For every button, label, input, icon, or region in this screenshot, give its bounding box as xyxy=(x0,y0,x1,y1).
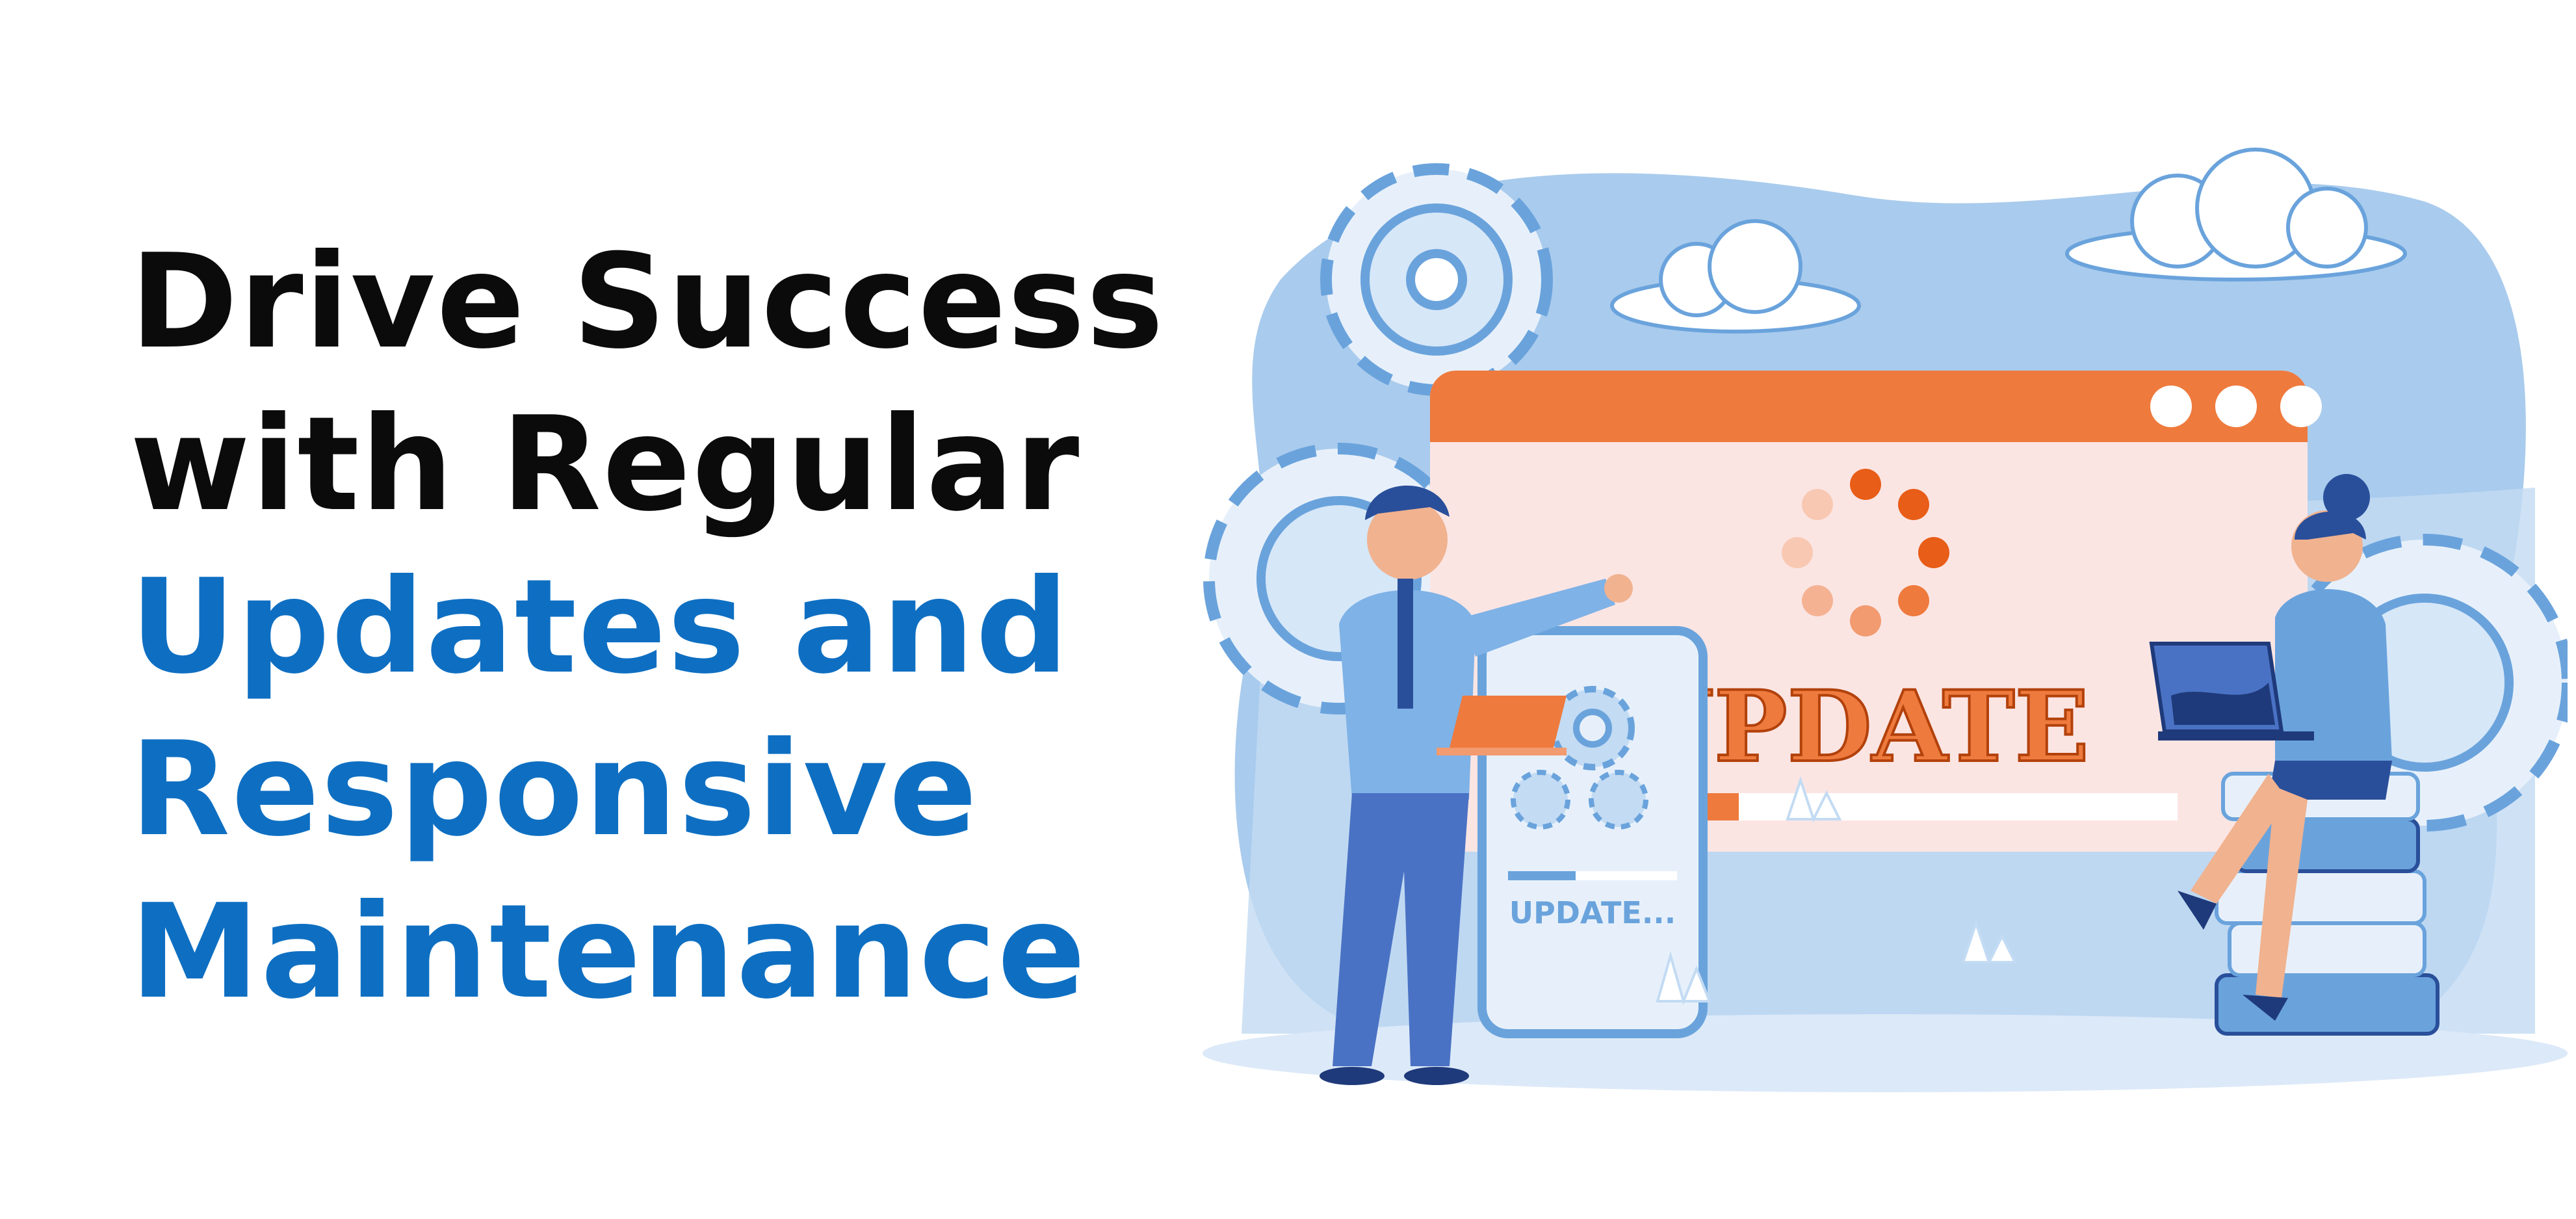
laptop-icon xyxy=(2149,642,2314,741)
man-figure xyxy=(1320,485,1633,1085)
window-dot-icon xyxy=(2215,386,2257,427)
headline-line-5: Maintenance xyxy=(130,876,1087,1028)
update-window: UPDATE xyxy=(1430,371,2322,852)
window-dot-icon xyxy=(2150,386,2192,427)
laptop-icon xyxy=(1437,696,1567,755)
window-dot-icon xyxy=(2280,386,2322,427)
phone-update-label: UPDATE... xyxy=(1509,895,1676,930)
headline-line-2: with Regular xyxy=(130,389,1081,540)
headline-line-1: Drive Success xyxy=(130,226,1165,378)
headline: Drive Success with Regular Updates and R… xyxy=(130,221,1165,1034)
cloud-icon xyxy=(2065,148,2407,282)
headline-line-3: Updates and xyxy=(130,551,1071,703)
gear-icon xyxy=(1320,163,1553,396)
phone-progress-fill xyxy=(1508,871,1576,880)
update-illustration: UPDATE UPDATE... xyxy=(1203,124,2568,1138)
cloud-icon xyxy=(1610,219,1861,334)
loading-spinner-icon xyxy=(1782,469,1949,636)
headline-line-4: Responsive xyxy=(130,714,979,865)
woman-figure xyxy=(2149,474,2392,1021)
